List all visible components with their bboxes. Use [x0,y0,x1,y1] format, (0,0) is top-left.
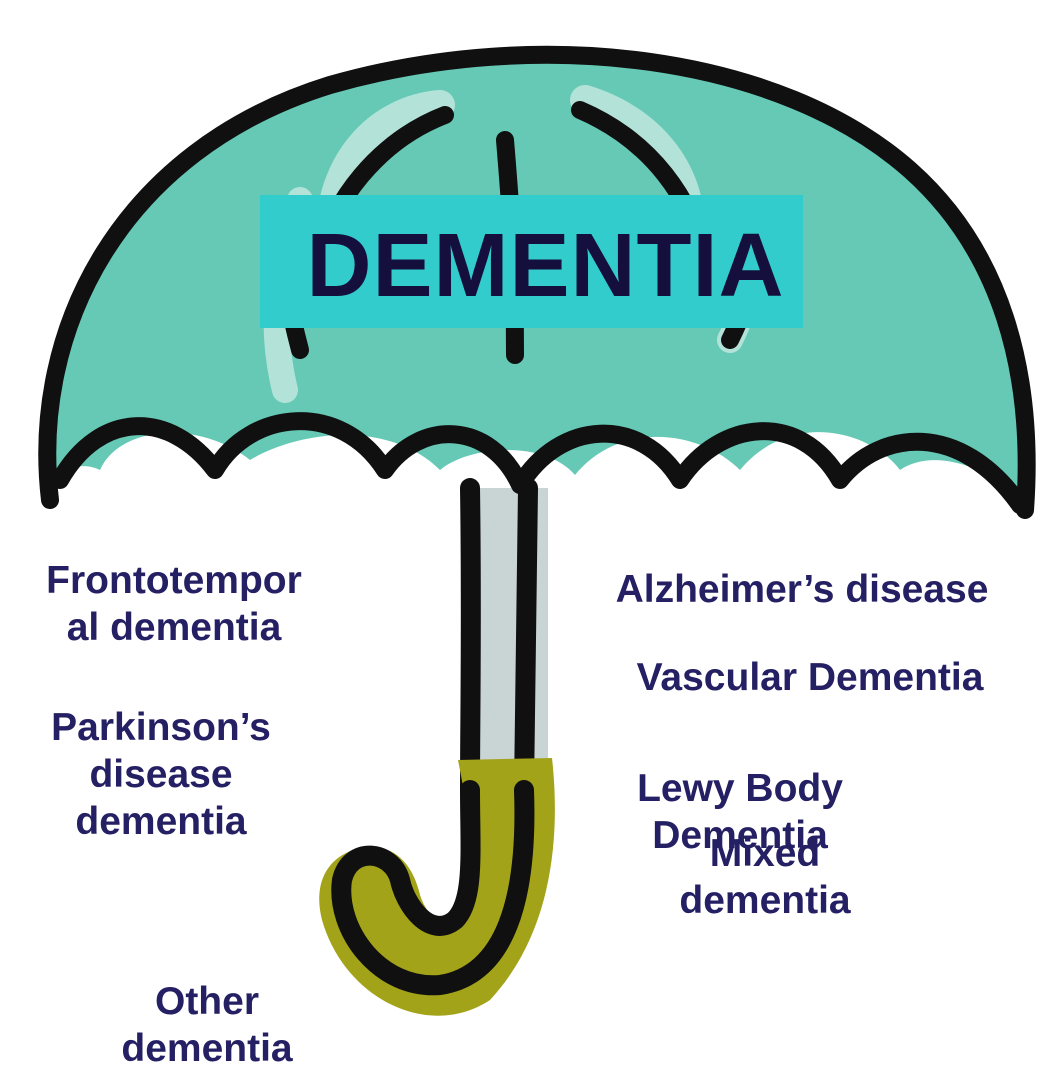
label-line: al dementia [14,604,334,651]
label-line: Alzheimer’s disease [578,566,1026,613]
label-line: Frontotempor [14,557,334,604]
diagram-title: DEMENTIA [307,221,785,311]
label-line: Other [82,978,332,1025]
label-line: disease [20,751,302,798]
label-line: Parkinson’s [20,704,302,751]
label-line: dementia [20,798,302,845]
label-parkinsons-disease-dementia: Parkinson’s disease dementia [20,704,302,845]
umbrella-shaft [462,488,548,790]
label-line: Mixed [660,830,870,877]
title-box: DEMENTIA [260,195,803,328]
label-line: Lewy Body [610,765,870,812]
label-frontotemporal-dementia: Frontotempor al dementia [14,557,334,651]
label-line: dementia [660,877,870,924]
label-line: dementia [82,1025,332,1072]
label-alzheimers-disease: Alzheimer’s disease [578,566,1026,613]
umbrella-handle [319,758,555,1016]
label-mixed-dementia: Mixed dementia [660,830,870,924]
label-other-dementia: Other dementia [82,978,332,1072]
label-vascular-dementia: Vascular Dementia [595,654,1025,701]
label-line: Vascular Dementia [595,654,1025,701]
